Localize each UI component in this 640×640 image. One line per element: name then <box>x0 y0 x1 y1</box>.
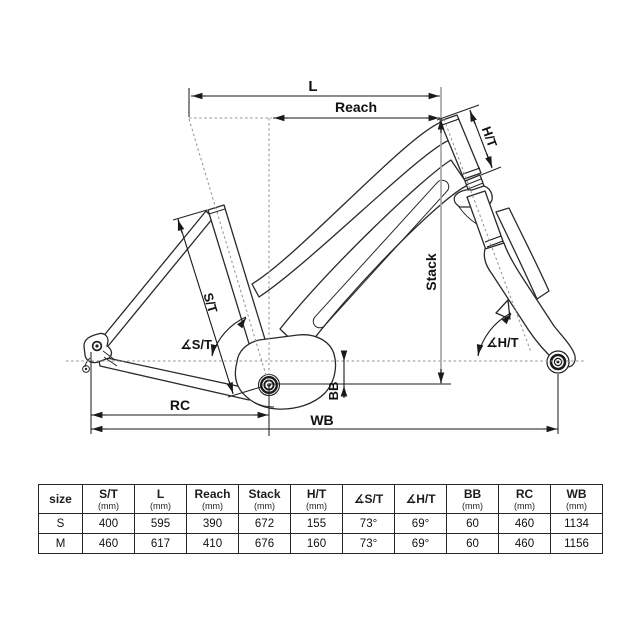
geometry-diagram: L Reach H/T Stack S/T ∡S/T ∡H/T BB RC WB <box>66 78 586 436</box>
label-wb: WB <box>310 412 333 428</box>
label-angle-ht: ∡H/T <box>486 335 519 350</box>
col-label: H/T <box>306 486 327 501</box>
col-unit: (mm) <box>462 500 483 511</box>
col-unit: (mm) <box>566 500 587 511</box>
value-cell: 60 <box>446 513 499 534</box>
value-cell: 1156 <box>550 533 603 554</box>
dimension-lines <box>91 92 558 433</box>
reference-lines <box>66 87 586 436</box>
st-top-extension <box>172 209 208 221</box>
col-label: BB <box>463 486 482 501</box>
col-header-ht: H/T(mm) <box>290 484 343 514</box>
col-header-angle-st: ∡S/T <box>342 484 395 514</box>
battery-panel <box>312 179 450 329</box>
col-header-st: S/T(mm) <box>82 484 135 514</box>
col-unit: (mm) <box>514 500 535 511</box>
row-label: S <box>38 513 83 534</box>
fork-leg-far <box>495 207 550 300</box>
col-label: Reach <box>194 486 231 501</box>
col-unit: (mm) <box>150 500 171 511</box>
col-header-size: size <box>38 484 83 514</box>
label-angle-st: ∡S/T <box>180 337 212 352</box>
value-cell: 410 <box>186 533 239 554</box>
col-unit: (mm) <box>306 500 327 511</box>
table-row-s: S 400 595 390 672 155 73° 69° 60 460 113… <box>38 513 603 534</box>
col-header-rc: RC(mm) <box>498 484 551 514</box>
col-header-angle-ht: ∡H/T <box>394 484 447 514</box>
head-tube <box>439 114 482 180</box>
col-label: ∡H/T <box>405 491 436 506</box>
label-rc: RC <box>170 397 190 413</box>
value-cell: 617 <box>134 533 187 554</box>
dimension-labels: L Reach H/T Stack S/T ∡S/T ∡H/T BB RC WB <box>170 78 519 428</box>
col-label: S/T <box>99 486 118 501</box>
top-tube <box>251 120 451 298</box>
col-header-reach: Reach(mm) <box>186 484 239 514</box>
st-bottom-extension <box>227 386 262 398</box>
value-cell: 460 <box>82 533 135 554</box>
value-cell: 60 <box>446 533 499 554</box>
label-reach: Reach <box>335 99 377 115</box>
label-l: L <box>308 78 317 95</box>
value-cell: 672 <box>238 513 291 534</box>
col-header-wb: WB(mm) <box>550 484 603 514</box>
value-cell: 73° <box>342 533 395 554</box>
col-unit: (mm) <box>254 500 275 511</box>
bike-frame <box>82 114 576 410</box>
seat-tube-axis <box>188 118 270 386</box>
table-row-m: M 460 617 410 676 160 73° 69° 60 460 115… <box>38 533 603 554</box>
value-cell: 676 <box>238 533 291 554</box>
label-stack: Stack <box>423 253 439 291</box>
label-st: S/T <box>200 291 220 315</box>
seat-stays <box>96 210 214 352</box>
dim-line-st <box>177 218 234 395</box>
value-cell: 69° <box>394 533 447 554</box>
value-cell: 595 <box>134 513 187 534</box>
motor-housing <box>234 334 337 410</box>
steerer-axis <box>443 118 532 353</box>
col-unit: (mm) <box>98 500 119 511</box>
col-label: RC <box>515 486 534 501</box>
value-cell: 460 <box>498 533 551 554</box>
col-header-bb: BB(mm) <box>446 484 499 514</box>
angle-arc-st <box>211 316 247 357</box>
row-label: M <box>38 533 83 554</box>
col-label: size <box>49 491 72 506</box>
col-unit: (mm) <box>202 500 223 511</box>
value-cell: 160 <box>290 533 343 554</box>
value-cell: 69° <box>394 513 447 534</box>
chain-stays <box>97 355 252 401</box>
col-label: WB <box>566 486 587 501</box>
value-cell: 460 <box>498 513 551 534</box>
ht-top-extension <box>436 104 480 121</box>
value-cell: 1134 <box>550 513 603 534</box>
header-row: size S/T(mm) L(mm) Reach(mm) Stack(mm) H… <box>38 484 603 514</box>
value-cell: 73° <box>342 513 395 534</box>
value-cell: 390 <box>186 513 239 534</box>
value-cell: 400 <box>82 513 135 534</box>
ht-bottom-extension <box>480 166 502 176</box>
fender-mount-tab <box>495 299 511 320</box>
label-bb: BB <box>326 382 341 401</box>
geometry-table: size S/T(mm) L(mm) Reach(mm) Stack(mm) H… <box>38 484 603 554</box>
col-label: Stack <box>248 486 281 501</box>
col-header-l: L(mm) <box>134 484 187 514</box>
col-label: L <box>156 486 165 501</box>
value-cell: 155 <box>290 513 343 534</box>
col-header-stack: Stack(mm) <box>238 484 291 514</box>
col-label: ∡S/T <box>353 491 384 506</box>
label-ht: H/T <box>479 124 500 149</box>
front-axle <box>546 350 570 374</box>
